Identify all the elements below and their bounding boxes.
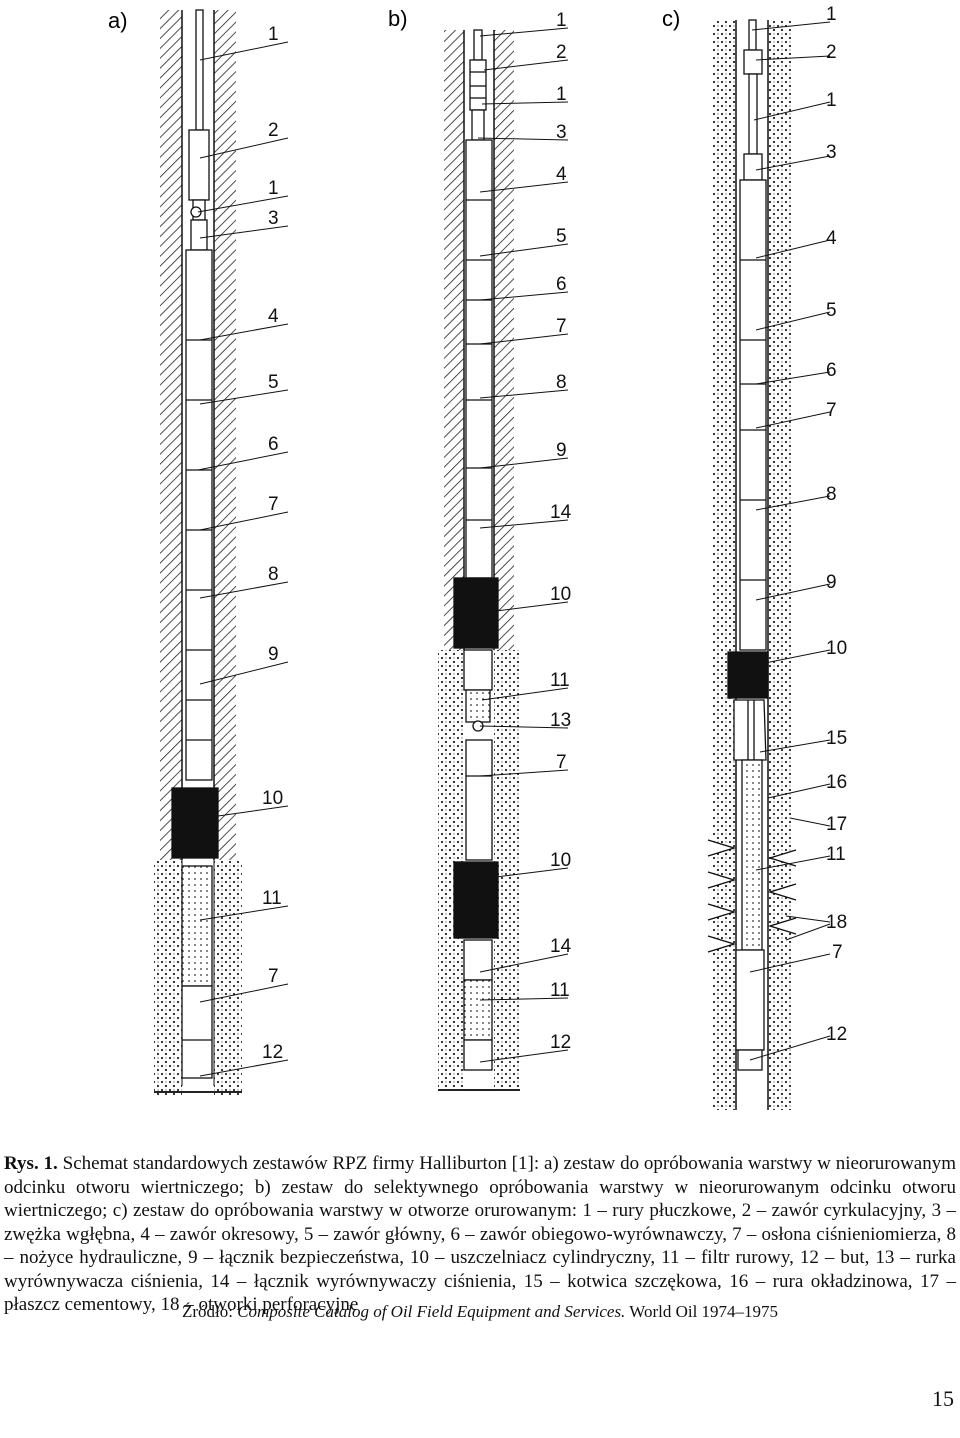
callout-b-10-low: 10 xyxy=(550,850,571,871)
page-number: 15 xyxy=(932,1386,954,1411)
panel-c-label: c) xyxy=(662,6,680,31)
callout-b-1-top: 1 xyxy=(556,10,567,31)
figure-source: Źródło: Composite Catalog of Oil Field E… xyxy=(0,1302,960,1322)
callout-c-17: 17 xyxy=(826,814,847,835)
panel-b-borehole xyxy=(438,30,520,1091)
caption-text: Schemat standardowych zestawów RPZ firmy… xyxy=(4,1153,957,1315)
callout-a-7: 7 xyxy=(268,494,279,515)
callout-a-12: 12 xyxy=(262,1042,283,1063)
callout-b-6: 6 xyxy=(556,274,567,295)
callout-b-3: 3 xyxy=(556,122,567,143)
callout-a-4: 4 xyxy=(268,306,279,327)
callout-c-12: 12 xyxy=(826,1024,847,1045)
panel-c-tool-string xyxy=(727,19,769,1071)
callout-a-9: 9 xyxy=(268,644,279,665)
callout-a-1-mid: 1 xyxy=(268,178,279,199)
callout-b-14: 14 xyxy=(550,502,572,523)
callout-a-5: 5 xyxy=(268,372,279,393)
figure-caption: Rys. 1. Schemat standardowych zestawów R… xyxy=(4,1152,956,1317)
callout-b-1-mid: 1 xyxy=(556,84,567,105)
caption-lead: Rys. 1. xyxy=(4,1153,58,1174)
panel-b-tool-string xyxy=(453,29,499,1071)
callout-b-12: 12 xyxy=(550,1032,571,1053)
callout-a-1-top: 1 xyxy=(268,24,279,45)
callout-b-9: 9 xyxy=(556,440,567,461)
panel-b-label: b) xyxy=(388,6,408,31)
callout-c-15: 15 xyxy=(826,728,847,749)
callout-a-11: 11 xyxy=(262,888,282,909)
callout-c-6: 6 xyxy=(826,360,837,381)
callout-b-11: 11 xyxy=(550,670,570,691)
callout-c-1-top: 1 xyxy=(826,4,837,25)
panel-a-borehole xyxy=(154,10,242,1096)
callout-b-11-low: 11 xyxy=(550,980,570,1001)
callout-b-5: 5 xyxy=(556,226,567,247)
callout-a-8: 8 xyxy=(268,564,279,585)
callout-a-3: 3 xyxy=(268,208,279,229)
callout-c-7: 7 xyxy=(826,400,837,421)
panel-b-callouts: 1 2 1 3 4 5 6 7 8 9 14 10 11 13 7 10 14 … xyxy=(550,10,572,1053)
callout-c-8: 8 xyxy=(826,484,837,505)
callout-b-10: 10 xyxy=(550,584,571,605)
source-title: Composite Catalog of Oil Field Equipment… xyxy=(237,1302,626,1321)
callout-c-1-mid: 1 xyxy=(826,90,837,111)
rpz-tool-diagram: a) b) c) xyxy=(108,4,847,1110)
source-suffix: World Oil 1974–1975 xyxy=(629,1302,779,1321)
panel-c-callouts: 1 2 1 3 4 5 6 7 8 9 10 15 16 17 11 18 7 … xyxy=(826,4,847,1045)
callout-c-10: 10 xyxy=(826,638,847,659)
callout-a-10: 10 xyxy=(262,788,283,809)
panel-b-leader-lines xyxy=(477,27,569,1063)
callout-b-14-low: 14 xyxy=(550,936,572,957)
callout-b-13: 13 xyxy=(550,710,571,731)
panel-a-callouts: 1 2 1 3 4 5 6 7 8 9 10 11 7 12 xyxy=(262,24,283,1063)
callout-b-2: 2 xyxy=(556,42,567,63)
callout-c-18: 18 xyxy=(826,912,847,933)
callout-b-7-low: 7 xyxy=(556,752,567,773)
callout-c-7-low: 7 xyxy=(832,942,843,963)
panel-c-leader-lines xyxy=(749,21,831,1061)
panel-c-borehole xyxy=(707,20,797,1110)
callout-b-4: 4 xyxy=(556,164,567,185)
panel-a-leader-lines xyxy=(197,41,289,1077)
callout-a-6: 6 xyxy=(268,434,279,455)
callout-b-7: 7 xyxy=(556,316,567,337)
callout-c-3: 3 xyxy=(826,142,837,163)
source-prefix: Źródło: xyxy=(181,1302,233,1321)
callout-b-8: 8 xyxy=(556,372,567,393)
callout-c-2: 2 xyxy=(826,42,837,63)
callout-c-16: 16 xyxy=(826,772,847,793)
callout-a-7-low: 7 xyxy=(268,966,279,987)
callout-c-9: 9 xyxy=(826,572,837,593)
callout-c-11: 11 xyxy=(826,844,846,865)
callout-c-4: 4 xyxy=(826,228,837,249)
callout-c-5: 5 xyxy=(826,300,837,321)
callout-a-2: 2 xyxy=(268,120,279,141)
panel-a-label: a) xyxy=(108,8,128,33)
